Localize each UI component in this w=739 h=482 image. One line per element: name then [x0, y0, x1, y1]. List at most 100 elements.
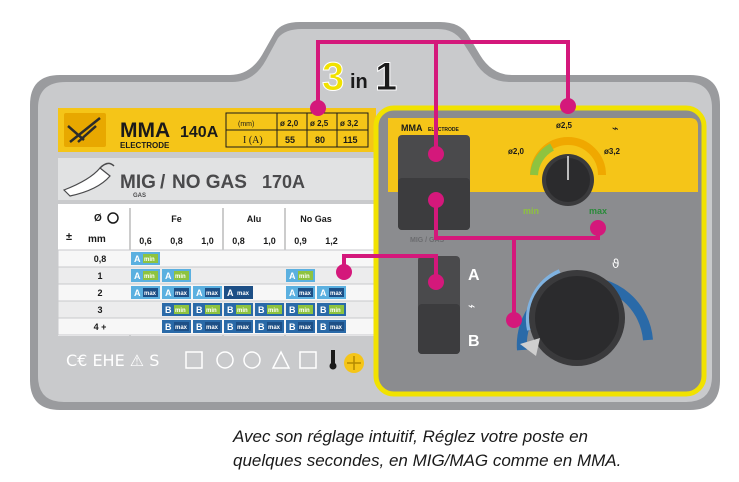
setting-letter: A [165, 271, 172, 281]
mma-subtitle: ELECTRODE [120, 141, 170, 150]
mma-dia-1: ø 2,0 [280, 119, 299, 128]
mma-logo-icon [64, 113, 106, 147]
setting-level [174, 271, 189, 280]
setting-level-text: min [268, 308, 279, 314]
row-thickness: 1 [97, 271, 102, 281]
setting-letter: A [134, 271, 141, 281]
wire-diameter: 1,2 [325, 236, 338, 246]
certification-icons [185, 350, 317, 369]
wire-diameter: 0,6 [139, 236, 152, 246]
dial-label-20: ø2,0 [508, 147, 525, 156]
mma-amps: 140A [180, 124, 219, 141]
setting-level [329, 322, 344, 331]
setting-level [174, 322, 189, 331]
brand-in: in [350, 71, 368, 93]
setting-level [143, 254, 158, 263]
setting-level-text: max [175, 325, 188, 331]
setting-letter: B [289, 305, 296, 315]
setting-level-text: max [206, 325, 219, 331]
setting-level-text: min [206, 308, 217, 314]
setting-letter: A [134, 254, 141, 264]
setting-letter: B [227, 322, 234, 332]
setting-level [267, 322, 282, 331]
setting-level-text: max [299, 291, 312, 297]
setting-letter: A [289, 271, 296, 281]
setting-letter: B [258, 322, 265, 332]
wire-diameter: 1,0 [263, 236, 276, 246]
setting-level [143, 271, 158, 280]
mma-cur-2: 80 [315, 135, 325, 145]
setting-level [205, 322, 220, 331]
row-thickness: 3 [97, 305, 102, 315]
wire-diameter: 0,8 [170, 236, 183, 246]
certification-marks: C€ EHE ⚠ S [66, 351, 159, 370]
wire-spool-icon [107, 212, 119, 224]
mma-cur-1: 55 [285, 135, 295, 145]
mma-dia-3: ø 3,2 [340, 119, 359, 128]
electrode-small-icon: ⌁ [612, 122, 619, 135]
mig-torch-icon [62, 162, 115, 197]
setting-level-text: max [268, 325, 281, 331]
setting-level-text: max [330, 291, 343, 297]
mig-title: MIG [120, 172, 156, 193]
mma-mode-sub: ELECTRODE [428, 127, 460, 133]
dial-min-label: min [523, 206, 539, 216]
setting-letter: A [289, 288, 296, 298]
group-header: Fe [171, 214, 182, 224]
setting-level-text: max [330, 325, 343, 331]
setting-letter: A [134, 288, 141, 298]
welder-control-panel: MMA 140A ELECTRODE (mm) I (A) ø 2,0 ø 2,… [30, 22, 720, 410]
setting-level-text: min [144, 257, 155, 263]
setting-level [143, 288, 158, 297]
setting-level-text: max [237, 325, 250, 331]
current-knob[interactable] [542, 154, 594, 206]
mma-col-header: (mm) [238, 121, 254, 128]
dial-max-label: max [589, 206, 607, 216]
setting-level-text: min [175, 308, 186, 314]
mig-sub: GAS [133, 193, 146, 199]
setting-letter: A [227, 288, 234, 298]
caption: Avec son réglage intuitif, Réglez votre … [233, 425, 733, 473]
group-header: Alu [247, 214, 262, 224]
setting-letter: B [320, 322, 327, 332]
power-indicator-icon [344, 353, 364, 373]
mig-amps: 170A [262, 172, 305, 192]
setting-letter: B [196, 322, 203, 332]
dial-label-25: ø2,5 [556, 121, 573, 130]
theta-icon: ϑ [612, 257, 619, 271]
setting-letter: B [196, 305, 203, 315]
setting-level [298, 288, 313, 297]
setting-level [236, 288, 251, 297]
setting-level-text: min [330, 308, 341, 314]
setting-level-text: min [299, 308, 310, 314]
setting-level-text: min [237, 308, 248, 314]
brand-one: 1 [375, 55, 397, 99]
group-header: No Gas [300, 214, 332, 224]
setting-level [236, 305, 251, 314]
wire-diameter: 1,0 [201, 236, 214, 246]
mig-mode-label: MIG / GAS [410, 237, 445, 244]
setting-level [298, 322, 313, 331]
range-switch-b: B [468, 333, 480, 350]
table-corner-top: Ø [94, 213, 102, 224]
wire-diameter: 0,8 [232, 236, 245, 246]
wire-speed-knob[interactable] [520, 270, 625, 366]
setting-letter: B [289, 322, 296, 332]
row-thickness: 4 + [94, 322, 107, 332]
setting-level-text: max [237, 291, 250, 297]
mma-dia-2: ø 2,5 [310, 119, 329, 128]
wire-diameter: 0,9 [294, 236, 307, 246]
setting-level [298, 305, 313, 314]
setting-level [174, 305, 189, 314]
setting-level-text: min [175, 274, 186, 280]
small-dial-scale [530, 137, 606, 176]
setting-letter: B [258, 305, 265, 315]
range-switch-a: A [468, 267, 480, 284]
setting-level [329, 288, 344, 297]
setting-letter: A [320, 288, 327, 298]
mig-separator: / [160, 172, 166, 193]
row-thickness: 0,8 [94, 254, 107, 264]
setting-level [174, 288, 189, 297]
electrode-icon: ⌁ [468, 299, 475, 313]
setting-letter: B [165, 305, 172, 315]
